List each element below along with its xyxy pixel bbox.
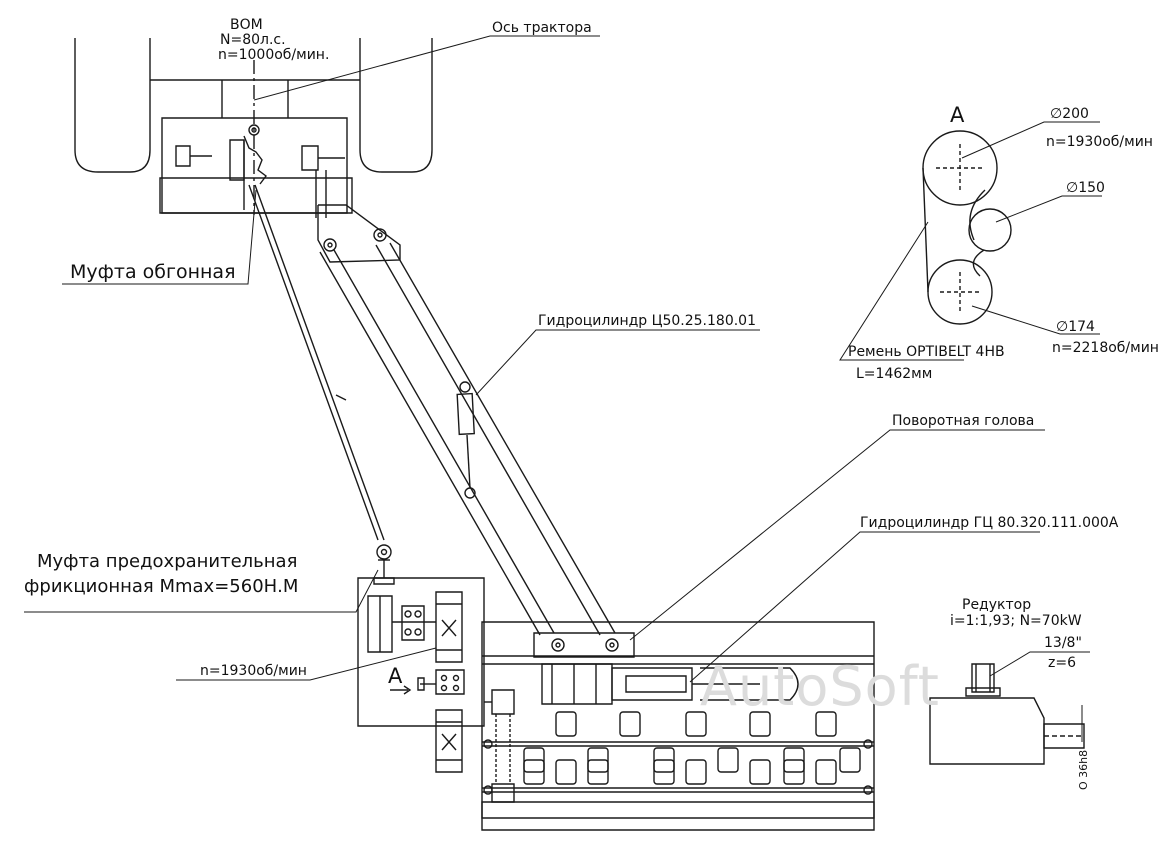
tractor-wheel-right <box>360 38 432 172</box>
gearbox-side-view <box>930 664 1084 764</box>
hitch-frame <box>160 118 352 218</box>
safety-clutch-label-line1: Муфта предохранительная <box>37 551 298 572</box>
pulley-bottom-diameter: ∅174 <box>1056 319 1095 335</box>
lower-sheave <box>436 710 462 772</box>
view-a-title: A <box>950 103 965 127</box>
tractor-wheel-left <box>75 38 150 172</box>
tractor-axis-label: Ось трактора <box>492 20 592 36</box>
spline-teeth: z=6 <box>1048 655 1076 671</box>
watermark: AutoSoft <box>700 655 940 718</box>
section-a-marker: A <box>388 664 403 688</box>
gearbox-title: Редуктор <box>962 597 1032 613</box>
small-cylinder-label: Гидроцилиндр Ц50.25.180.01 <box>538 313 756 329</box>
pulley-top-diameter: ∅200 <box>1050 106 1089 122</box>
pto-speed: n=1000об/мин. <box>218 47 330 63</box>
pulley-bottom-speed: n=2218об/мин <box>1052 340 1159 356</box>
swivel-head-label: Поворотная голова <box>892 413 1035 429</box>
input-speed-label: n=1930об/мин <box>200 663 307 679</box>
leader-lines <box>24 36 1102 742</box>
hammers-upper-row <box>524 712 860 772</box>
large-hydraulic-cylinder <box>542 664 798 704</box>
pulley-top-speed: n=1930об/мин <box>1046 134 1153 150</box>
drive-housing <box>358 578 484 726</box>
cardan-shaft <box>255 185 384 540</box>
pto-title: ВОМ <box>230 17 263 33</box>
belt-drive-view-a <box>923 131 1011 324</box>
shaft-diameter: O 36h8 <box>1077 749 1090 790</box>
pulley-mid-diameter: ∅150 <box>1066 180 1105 196</box>
large-cylinder-label: Гидроцилиндр ГЦ 80.320.111.000А <box>860 515 1119 531</box>
small-hydraulic-cylinder <box>457 382 475 498</box>
belt-length: L=1462мм <box>856 366 933 382</box>
spline-size: 13/8" <box>1044 635 1082 651</box>
pto-power: N=80л.с. <box>220 32 286 48</box>
hammers-lower-row <box>524 760 836 784</box>
pto-overrun-clutch <box>244 125 266 210</box>
overrun-clutch-label: Муфта обгонная <box>70 261 236 283</box>
gearbox-spec: i=1:1,93; N=70kW <box>950 613 1082 629</box>
chain-drive <box>484 690 514 802</box>
belt-name: Ремень OPTIBELT 4HB <box>848 344 1005 360</box>
swivel-head <box>534 633 634 657</box>
main-boom <box>320 243 615 635</box>
safety-clutch-label-line2: фрикционная Mmax=560Н.М <box>24 576 299 597</box>
rotor-frame <box>482 622 874 830</box>
